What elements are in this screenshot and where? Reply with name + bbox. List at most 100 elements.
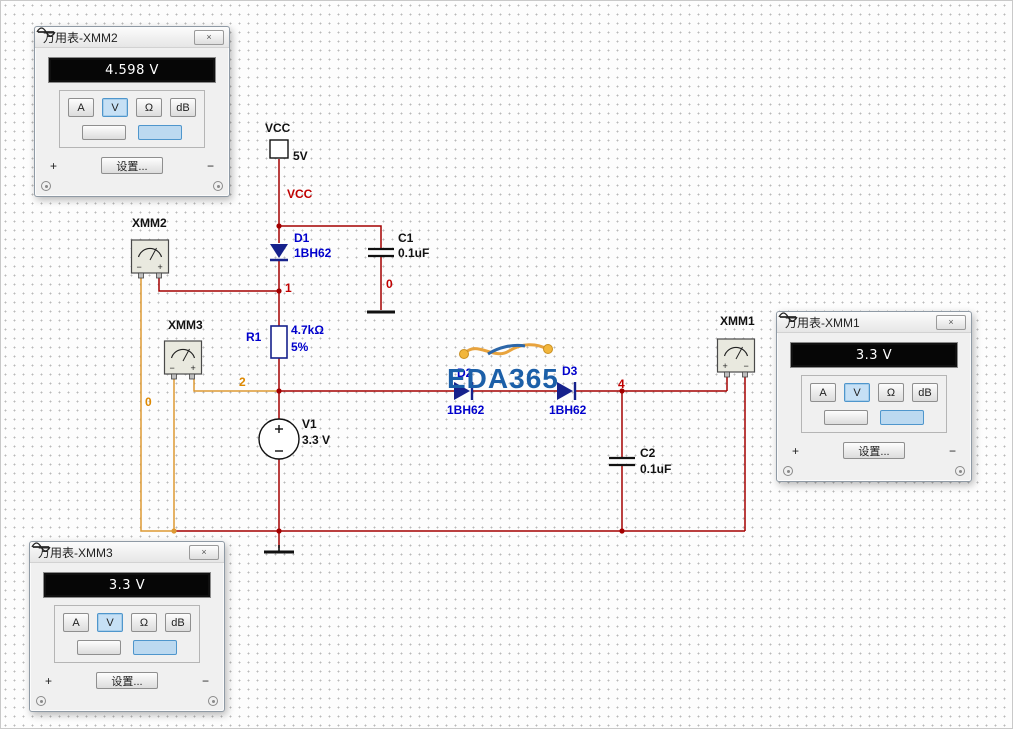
plus-terminal-post xyxy=(36,696,46,706)
dc-mode-button[interactable] xyxy=(780,316,924,425)
eda365-logo-swoosh xyxy=(459,343,553,359)
dc-mode-button[interactable] xyxy=(33,546,177,655)
meter-display: 3.3 V xyxy=(790,342,958,368)
mode-panel: A V Ω dB xyxy=(778,312,947,433)
ground-symbol[interactable] xyxy=(264,545,294,554)
close-button[interactable]: × xyxy=(194,29,224,45)
r1-value-label[interactable]: 4.7kΩ xyxy=(291,323,324,337)
window-titlebar[interactable]: 万用表-XMM2 × xyxy=(35,27,229,48)
minus-terminal-post xyxy=(955,466,965,476)
meter-reading: 4.598 V xyxy=(105,62,159,78)
net-label-2[interactable]: 2 xyxy=(239,375,246,389)
icon-minus-label: − xyxy=(744,361,749,371)
dc-mode-button[interactable] xyxy=(38,31,182,140)
d3-part-label[interactable]: 1BH62 xyxy=(549,403,587,417)
junction-dots xyxy=(171,223,625,534)
net-label-0-left[interactable]: 0 xyxy=(145,395,152,409)
dc-line-icon xyxy=(780,316,796,318)
window-title: 万用表-XMM2 xyxy=(43,30,118,45)
wires-net-red[interactable] xyxy=(158,159,746,548)
minus-terminal-label: − xyxy=(201,673,209,688)
d2-diode-symbol[interactable] xyxy=(454,382,474,400)
net-label-vcc[interactable]: VCC xyxy=(287,187,313,201)
mode-db-button[interactable]: dB xyxy=(912,383,938,402)
close-button[interactable]: × xyxy=(189,544,219,560)
mode-ampere-button[interactable]: A xyxy=(68,98,94,117)
d1-part-label[interactable]: 1BH62 xyxy=(294,246,332,260)
mode-volt-button[interactable]: V xyxy=(102,98,128,117)
window-title: 万用表-XMM3 xyxy=(38,545,113,560)
window-title: 万用表-XMM1 xyxy=(785,315,860,330)
net-label-1[interactable]: 1 xyxy=(285,281,292,295)
minus-terminal-post xyxy=(208,696,218,706)
settings-button[interactable]: 设置... xyxy=(101,157,163,174)
r1-tolerance-label[interactable]: 5% xyxy=(291,340,309,354)
window-titlebar[interactable]: 万用表-XMM1 × xyxy=(777,312,971,333)
r1-ref-label[interactable]: R1 xyxy=(246,330,262,344)
d1-diode-symbol[interactable] xyxy=(270,244,288,262)
c2-capacitor-symbol[interactable] xyxy=(609,456,635,467)
r1-resistor-symbol[interactable] xyxy=(270,325,288,359)
mode-db-button[interactable]: dB xyxy=(170,98,196,117)
d3-ref-label[interactable]: D3 xyxy=(562,364,578,378)
mode-ohm-button[interactable]: Ω xyxy=(131,613,157,632)
window-titlebar[interactable]: 万用表-XMM3 × xyxy=(30,542,224,563)
meter-reading: 3.3 V xyxy=(108,577,146,593)
mode-volt-button[interactable]: V xyxy=(844,383,870,402)
icon-minus-label: − xyxy=(170,363,175,373)
mode-volt-button[interactable]: V xyxy=(97,613,123,632)
mode-panel: A V Ω dB xyxy=(36,27,205,148)
meter-display: 3.3 V xyxy=(43,572,211,598)
settings-button[interactable]: 设置... xyxy=(96,672,158,689)
net-label-0-c1[interactable]: 0 xyxy=(386,277,393,291)
close-button[interactable]: × xyxy=(936,314,966,330)
c2-ref-label[interactable]: C2 xyxy=(640,446,656,460)
xmm1-instrument-label[interactable]: XMM1 xyxy=(720,314,755,328)
c1-capacitor-symbol[interactable] xyxy=(368,247,394,258)
multimeter-window-xmm3: 万用表-XMM3 × 3.3 V A V Ω dB + xyxy=(29,541,225,712)
d2-part-label[interactable]: 1BH62 xyxy=(447,403,485,417)
c1-ref-label[interactable]: C1 xyxy=(398,231,414,245)
d2-ref-label[interactable]: D2 xyxy=(457,366,473,380)
mode-db-button[interactable]: dB xyxy=(165,613,191,632)
dc-line-icon xyxy=(38,31,54,33)
close-icon: × xyxy=(201,547,207,557)
v1-value-label[interactable]: 3.3 V xyxy=(302,433,331,447)
net-label-4[interactable]: 4 xyxy=(618,377,625,391)
vcc-value-label[interactable]: 5V xyxy=(293,149,308,163)
xmm2-instrument-icon[interactable]: − + xyxy=(130,239,170,279)
c2-value-label[interactable]: 0.1uF xyxy=(640,462,672,476)
xmm3-instrument-icon[interactable]: − + xyxy=(163,340,203,380)
xmm2-instrument-label[interactable]: XMM2 xyxy=(132,216,167,230)
v1-source-symbol[interactable] xyxy=(258,418,300,460)
mode-ohm-button[interactable]: Ω xyxy=(136,98,162,117)
mode-ampere-button[interactable]: A xyxy=(810,383,836,402)
eda365-watermark: EDA365 xyxy=(447,363,559,394)
xmm1-instrument-icon[interactable]: + − xyxy=(716,338,756,378)
minus-terminal-post xyxy=(213,181,223,191)
xmm3-instrument-label[interactable]: XMM3 xyxy=(168,318,203,332)
vcc-power-symbol[interactable] xyxy=(269,139,289,159)
icon-plus-label: + xyxy=(723,361,728,371)
mode-ohm-button[interactable]: Ω xyxy=(878,383,904,402)
c1-value-label[interactable]: 0.1uF xyxy=(398,246,430,260)
v1-ref-label[interactable]: V1 xyxy=(302,417,317,431)
mode-ampere-button[interactable]: A xyxy=(63,613,89,632)
wires-net-orange[interactable] xyxy=(140,278,279,532)
icon-plus-label: + xyxy=(158,262,163,272)
icon-plus-label: + xyxy=(191,363,196,373)
close-icon: × xyxy=(206,32,212,42)
icon-minus-label: − xyxy=(137,262,142,272)
mode-panel: A V Ω dB xyxy=(31,542,200,663)
ac-mode-button[interactable] xyxy=(36,27,126,140)
ac-mode-button[interactable] xyxy=(778,312,868,425)
vcc-name-label[interactable]: VCC xyxy=(265,121,291,135)
d3-diode-symbol[interactable] xyxy=(557,382,577,400)
close-icon: × xyxy=(948,317,954,327)
ac-mode-button[interactable] xyxy=(31,542,121,655)
settings-button[interactable]: 设置... xyxy=(843,442,905,459)
d1-ref-label[interactable]: D1 xyxy=(294,231,310,245)
meter-reading: 3.3 V xyxy=(855,347,893,363)
